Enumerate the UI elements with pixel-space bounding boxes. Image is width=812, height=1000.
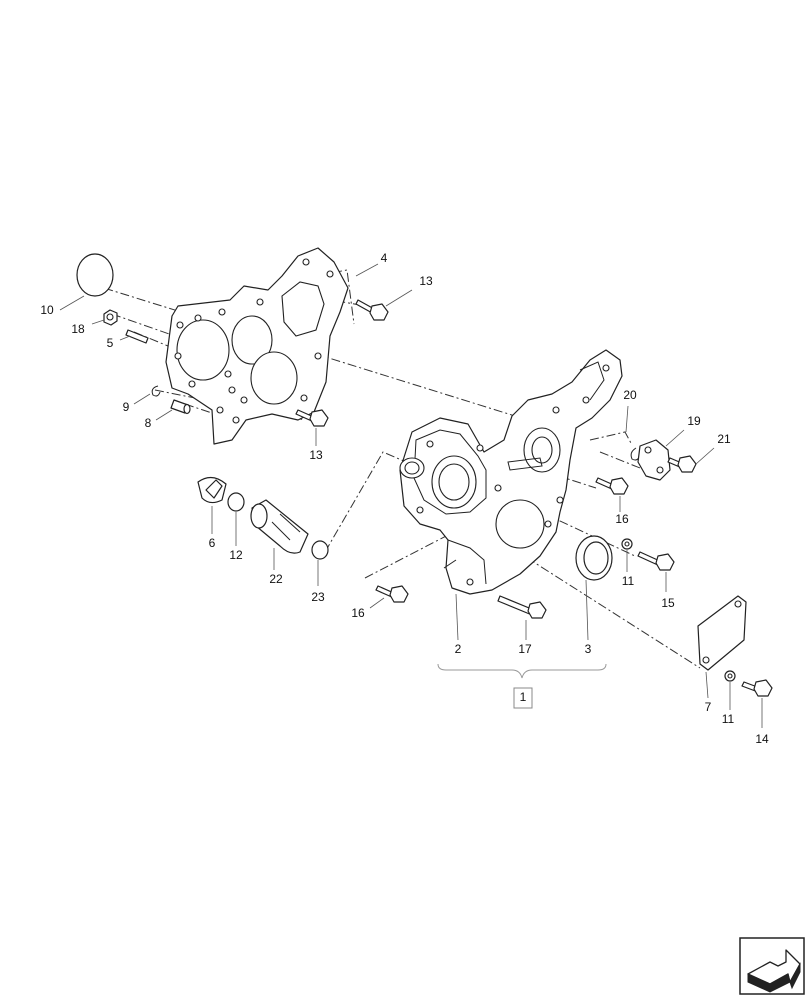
dowel-pin-5 bbox=[125, 329, 149, 344]
next-page-arrow-icon[interactable] bbox=[739, 937, 805, 995]
callout-9: 9 bbox=[123, 400, 130, 414]
bolt-14 bbox=[741, 679, 773, 697]
callout-21: 21 bbox=[717, 432, 731, 446]
o-ring-23 bbox=[311, 540, 329, 560]
bolt-17 bbox=[497, 595, 547, 619]
retaining-clip-9 bbox=[151, 385, 161, 397]
callout-23: 23 bbox=[311, 590, 325, 604]
washer-11-upper bbox=[621, 538, 633, 550]
callout-12: 12 bbox=[229, 548, 243, 562]
plug-18 bbox=[103, 309, 118, 326]
dowel-8 bbox=[170, 399, 191, 415]
callout-6: 6 bbox=[209, 536, 216, 550]
cover-plate-7 bbox=[697, 595, 747, 671]
washer-11-lower bbox=[724, 670, 736, 682]
callout-7: 7 bbox=[705, 700, 712, 714]
bolt-16-right bbox=[595, 477, 629, 495]
callout-15: 15 bbox=[661, 596, 675, 610]
timing-cover bbox=[399, 349, 623, 595]
bolt-13-lower bbox=[295, 409, 329, 427]
callout-4: 4 bbox=[381, 251, 388, 265]
callout-8: 8 bbox=[145, 416, 152, 430]
callout-18: 18 bbox=[71, 322, 85, 336]
callout-20: 20 bbox=[623, 388, 637, 402]
callout-11-lower: 11 bbox=[722, 712, 735, 726]
callout-labels: 1 2 3 4 5 6 7 8 9 10 11 11 12 13 13 14 1… bbox=[40, 251, 769, 746]
bolt-15 bbox=[637, 551, 675, 571]
callout-2: 2 bbox=[455, 642, 462, 656]
callout-17: 17 bbox=[518, 642, 532, 656]
bolt-21 bbox=[667, 455, 697, 473]
callout-13-upper: 13 bbox=[419, 274, 433, 288]
o-ring-10 bbox=[76, 253, 114, 297]
assembly-number-box bbox=[513, 687, 533, 709]
o-ring-12 bbox=[227, 492, 245, 512]
callout-3: 3 bbox=[585, 642, 592, 656]
callout-16-lower: 16 bbox=[351, 606, 365, 620]
plug-6 bbox=[197, 476, 227, 504]
bolt-16-lower bbox=[375, 585, 409, 603]
cover-plate-19 bbox=[637, 439, 671, 481]
bolt-13-upper bbox=[355, 299, 389, 321]
callout-10: 10 bbox=[40, 303, 54, 317]
callout-13-lower: 13 bbox=[309, 448, 323, 462]
sleeve-22 bbox=[250, 499, 309, 554]
gasket-plate bbox=[165, 247, 349, 445]
callout-1: 1 bbox=[520, 690, 527, 704]
leader-lines bbox=[59, 263, 763, 728]
callout-22: 22 bbox=[269, 572, 283, 586]
callout-16-right: 16 bbox=[615, 512, 629, 526]
callout-11-upper: 11 bbox=[622, 574, 635, 588]
callout-5: 5 bbox=[107, 336, 114, 350]
group-brace bbox=[437, 663, 607, 679]
seal-3 bbox=[575, 535, 613, 581]
callout-19: 19 bbox=[687, 414, 701, 428]
callout-14: 14 bbox=[755, 732, 769, 746]
